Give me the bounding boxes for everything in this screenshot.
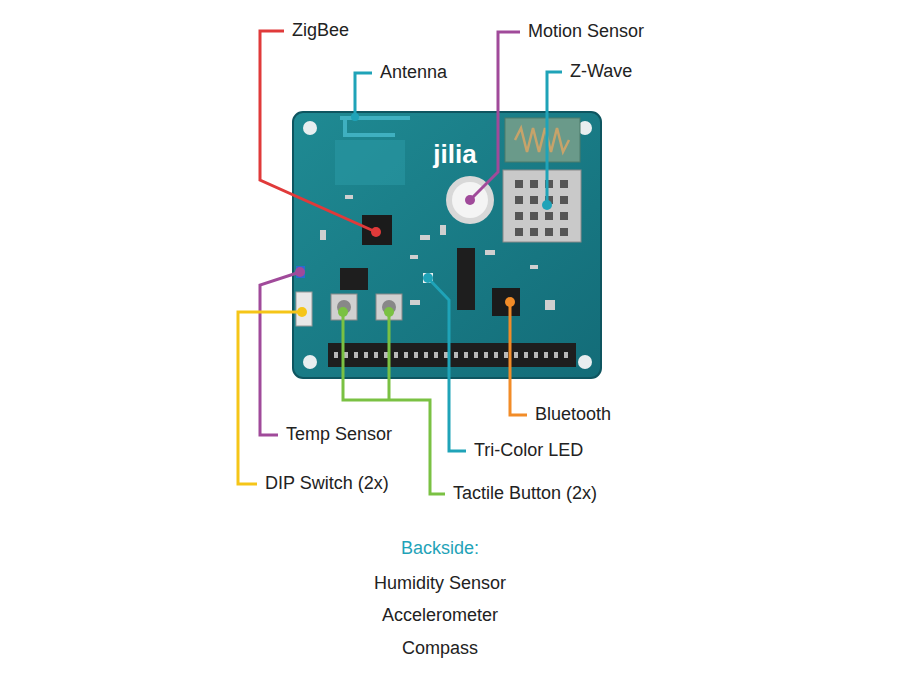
tactile-button xyxy=(331,294,357,320)
callout-label: Temp Sensor xyxy=(286,424,392,446)
mount-hole xyxy=(578,355,592,369)
leader-line xyxy=(510,302,527,415)
tactile-button xyxy=(376,294,402,320)
callout-label: DIP Switch (2x) xyxy=(265,473,389,495)
smd-parts xyxy=(320,195,555,310)
zwave-antenna-base xyxy=(505,118,580,162)
leader-line xyxy=(547,72,562,205)
zwave-spring xyxy=(515,128,569,152)
gpio-pins xyxy=(334,352,572,358)
leader-line xyxy=(260,31,376,232)
callout-label: Motion Sensor xyxy=(528,21,644,43)
list-item: Accelerometer xyxy=(382,605,498,627)
callout-label: Tri-Color LED xyxy=(474,440,583,462)
dip-switch xyxy=(296,292,312,326)
leader-line xyxy=(428,278,466,451)
zwave-pads xyxy=(515,180,568,236)
section-heading: Backside: xyxy=(401,538,479,560)
antenna-trace xyxy=(340,118,410,135)
zigbee-area xyxy=(335,140,405,185)
mount-hole xyxy=(303,355,317,369)
mount-hole xyxy=(303,121,317,135)
temp-sensor xyxy=(296,266,305,278)
leader-line xyxy=(355,73,372,117)
connector xyxy=(340,268,368,290)
zwave-module xyxy=(503,170,581,242)
leader-dots xyxy=(295,113,552,317)
callout-label: Tactile Button (2x) xyxy=(453,483,597,505)
leader-line xyxy=(472,32,520,198)
board-logo: jilia xyxy=(433,139,476,170)
callout-label: Antenna xyxy=(380,62,447,84)
gpio-header xyxy=(328,343,576,367)
leader-lines xyxy=(238,31,562,494)
tri-color-led xyxy=(423,273,433,283)
callout-label: Bluetooth xyxy=(535,404,611,426)
callout-label: ZigBee xyxy=(292,20,349,42)
pcb-board xyxy=(293,112,601,378)
leader-line xyxy=(260,272,300,435)
zigbee-chip xyxy=(362,215,392,245)
callout-label: Z-Wave xyxy=(570,61,632,83)
list-item: Humidity Sensor xyxy=(374,573,506,595)
bluetooth-chip xyxy=(492,288,520,316)
list-item: Compass xyxy=(402,638,478,660)
leader-line xyxy=(238,312,302,484)
leader-line xyxy=(343,310,445,494)
pin-header xyxy=(457,248,475,310)
